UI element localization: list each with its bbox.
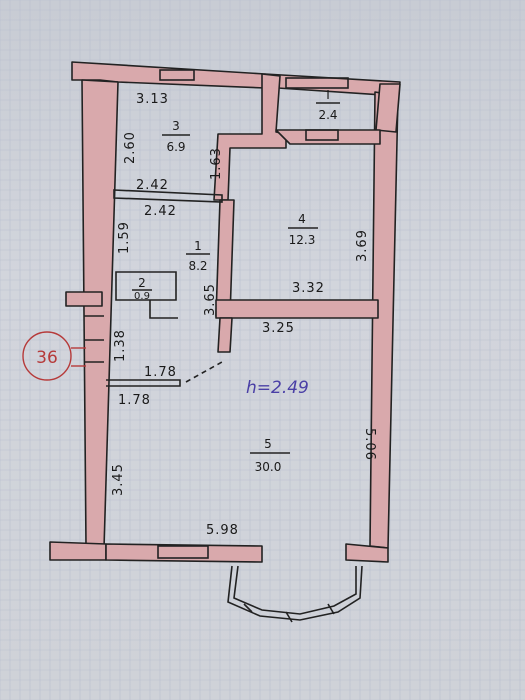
bay-window [227, 565, 363, 623]
dim-room1-right: 3.65 [203, 283, 218, 316]
dim-room5-left: 3.45 [111, 463, 126, 496]
dim-corridor-width: 1.78 [144, 365, 177, 380]
interior-walls [213, 73, 381, 353]
thin-partitions [106, 189, 223, 387]
windows [157, 69, 349, 559]
dim-corridor-bottom: 1.78 [118, 393, 151, 408]
dim-room1-left: 1.59 [117, 221, 132, 254]
room-I-area: 2.4 [318, 108, 337, 122]
dim-room3-right: 1.63 [209, 147, 224, 180]
room-4-number: 4 [298, 212, 306, 226]
dim-room4-right: 3.69 [355, 229, 370, 262]
room-4-area: 12.3 [289, 233, 316, 247]
dim-room5-bottom: 5.98 [206, 523, 239, 538]
room-1-number: 1 [194, 239, 202, 253]
ceiling-height-label: h=2.49 [246, 378, 309, 398]
room-3-number: 3 [172, 119, 180, 133]
room-1-area: 8.2 [188, 259, 207, 273]
dim-room3-top: 3.13 [136, 92, 169, 107]
room-labels: 3 6.9 I 2.4 4 12.3 1 8.2 2 0.9 5 30.0 [132, 88, 340, 474]
room-5-area: 30.0 [255, 460, 282, 474]
dimension-labels: 3.13 2.60 1.63 2.42 2.42 1.59 3.65 1.38 … [111, 92, 377, 538]
dim-room5-right: 5.06 [362, 428, 377, 461]
dim-room1-top: 2.42 [144, 204, 177, 219]
dim-room3-left: 2.60 [123, 131, 138, 164]
room-2-area: 0.9 [134, 291, 150, 302]
room-I-number: I [326, 88, 330, 102]
dim-corridor-left: 1.38 [113, 329, 128, 362]
dim-room4-bottom: 3.32 [292, 281, 325, 296]
outer-walls [49, 61, 401, 563]
apartment-stamp: 36 [22, 331, 86, 381]
dim-room5-top: 3.25 [262, 321, 295, 336]
room-2-number: 2 [138, 276, 146, 290]
dim-room3-bottom: 2.42 [136, 178, 169, 193]
apartment-number: 36 [36, 348, 58, 368]
room-3-area: 6.9 [166, 140, 185, 154]
entrance-marks [84, 315, 104, 363]
room-5-number: 5 [264, 437, 272, 451]
